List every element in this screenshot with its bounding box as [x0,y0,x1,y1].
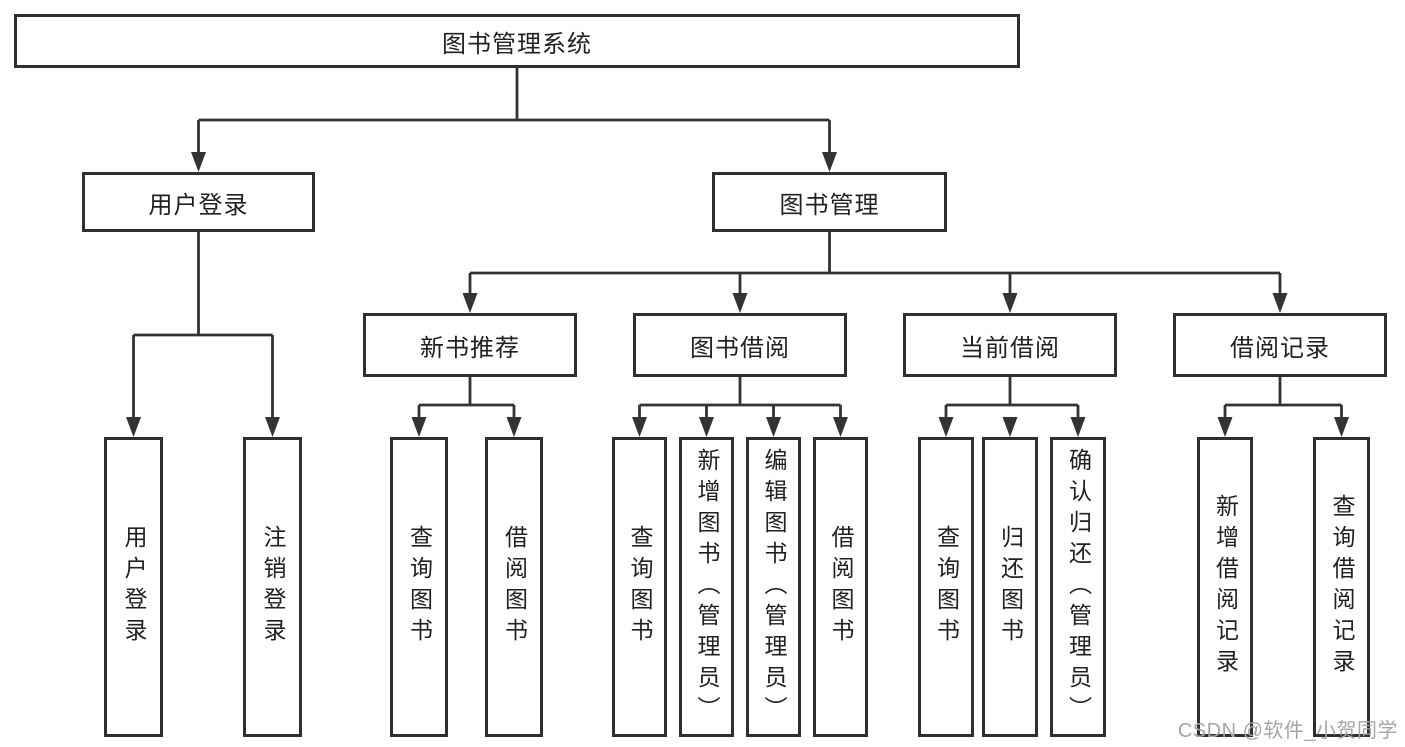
category-node-book-borrow: 图书借阅 [633,313,847,377]
leaf-node-logout: 注销登录 [243,437,302,737]
leaf-node-borrow-books-recommend: 借阅图书 [485,437,543,737]
branch-node-book-management: 图书管理 [712,172,947,232]
leaf-node-label: 查询图书 [406,525,433,649]
leaf-node-label: 编辑图书（管理员） [761,447,787,727]
leaf-node-label: 查询图书 [933,525,960,649]
leaf-node-label: 归还图书 [997,525,1024,649]
leaf-node-add-borrow-record: 新增借阅记录 [1197,437,1253,737]
branch-node-label: 图书管理 [779,191,880,219]
leaf-node-label: 用户登录 [121,525,147,649]
leaf-node-label: 查询图书 [627,525,653,649]
leaf-node-label: 借阅图书 [828,525,854,649]
leaf-node-label: 确认归还（管理员） [1065,447,1092,727]
leaf-node-query-books-current: 查询图书 [918,437,974,737]
category-node-label: 新书推荐 [420,334,520,362]
leaf-node-label: 查询借阅记录 [1329,494,1355,680]
leaf-node-add-books-admin: 新增图书（管理员） [679,437,734,737]
category-node-new-book-recommend: 新书推荐 [363,313,577,377]
leaf-node-edit-books-admin: 编辑图书（管理员） [746,437,801,737]
category-node-label: 借阅记录 [1230,334,1330,362]
category-node-label: 图书借阅 [690,334,790,362]
root-node-label: 图书管理系统 [442,30,592,58]
leaf-node-label: 借阅图书 [501,525,528,649]
leaf-node-return-books: 归还图书 [982,437,1038,737]
leaf-node-label: 新增借阅记录 [1212,494,1239,680]
csdn-watermark: CSDN @软件_小贺同学 [1177,720,1398,742]
leaf-node-borrow-books: 借阅图书 [813,437,868,737]
branch-node-label: 用户登录 [148,191,249,219]
root-node-library-system: 图书管理系统 [14,14,1020,68]
leaf-node-label: 注销登录 [260,525,286,649]
category-node-label: 当前借阅 [960,334,1060,362]
category-node-borrow-records: 借阅记录 [1173,313,1387,377]
leaf-node-label: 新增图书（管理员） [694,447,720,727]
leaf-node-query-books-borrow: 查询图书 [612,437,667,737]
leaf-node-user-login: 用户登录 [104,437,163,737]
leaf-node-query-books-recommend: 查询图书 [390,437,448,737]
leaf-node-confirm-return-admin: 确认归还（管理员） [1050,437,1106,737]
category-node-current-borrow: 当前借阅 [903,313,1117,377]
branch-node-user-login: 用户登录 [82,172,315,232]
leaf-node-query-borrow-record: 查询借阅记录 [1313,437,1370,737]
